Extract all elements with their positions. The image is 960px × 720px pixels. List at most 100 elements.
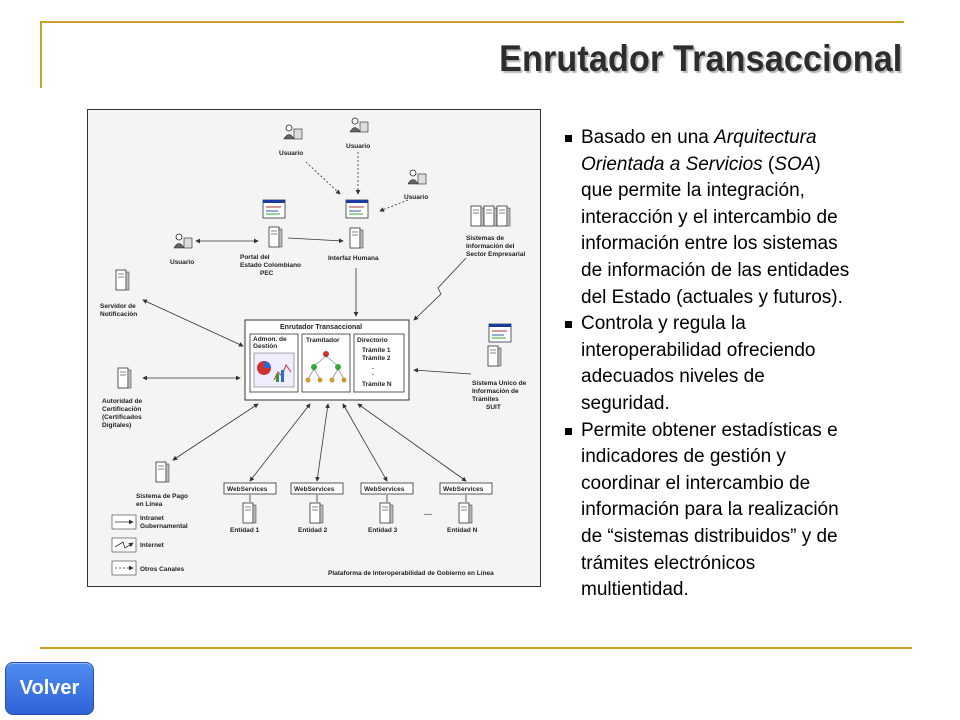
bullet-marker-icon (565, 135, 572, 142)
bullet-line: coordinar el intercambio de (581, 473, 810, 494)
svg-text:Enrutador Transaccional: Enrutador Transaccional (280, 324, 362, 331)
svg-text:WebServices: WebServices (294, 486, 335, 493)
bullet-line: Permite obtener estadísticas e (581, 420, 838, 441)
svg-text:Usuario: Usuario (170, 259, 194, 266)
bullet-text: Controla y regula la (581, 313, 746, 335)
svg-text:Usuario: Usuario (346, 143, 370, 150)
svg-text:Trámite 1: Trámite 1 (362, 347, 391, 354)
bullet-text: que permite la integración, (581, 180, 805, 202)
bullet-line: Orientada a Servicios (SOA) (581, 154, 821, 175)
bullet-line: de “sistemas distribuidos” y de (581, 526, 838, 547)
svg-text:(Certificados: (Certificados (102, 414, 142, 421)
svg-text:Tramitador: Tramitador (306, 337, 340, 344)
bullet-marker-icon (565, 321, 572, 329)
bullet-line: información entre los sistemas (581, 233, 838, 254)
volver-button[interactable]: Volver (5, 662, 94, 715)
svg-text:WebServices: WebServices (443, 486, 484, 493)
bullet-line: adecuados niveles de (581, 366, 765, 387)
svg-text:WebServices: WebServices (227, 486, 268, 493)
bullet-text: seguridad. (581, 392, 670, 414)
router-box: Enrutador Transaccional Admon. de Gestió… (244, 319, 410, 401)
bullet-text: Orientada a Servicios (581, 153, 763, 175)
interfaz-server-icon: Interfaz Humana (328, 227, 379, 262)
left-rule (40, 21, 42, 88)
bullet-text: Permite obtener estadísticas e (581, 419, 838, 441)
suit-server-icon: Sistema Unico de Información de Trámites… (472, 345, 527, 411)
svg-text:.: . (372, 364, 374, 371)
bullet-text: información para la realización (581, 499, 839, 521)
bullet-marker-icon (565, 427, 572, 435)
bullet-text: Arquitectura (714, 127, 817, 148)
entidades-row: Entidad 1 Entidad 2 Entidad 3 .... Entid… (230, 495, 478, 534)
svg-text:Interfaz Humana: Interfaz Humana (328, 255, 379, 262)
svg-text:Sistema Unico de: Sistema Unico de (472, 380, 527, 387)
svg-text:Gubernamental: Gubernamental (140, 523, 188, 530)
svg-text:Admon. de: Admon. de (253, 336, 287, 343)
svg-text:Información del: Información del (466, 243, 515, 250)
bullet-text: información entre los sistemas (581, 233, 838, 255)
bullet-text: ( (762, 153, 775, 175)
autoridad-icon: Autoridad de Certificación (Certificados… (102, 367, 142, 429)
bullet-text: coordinar el intercambio de (581, 472, 811, 494)
empresarial-servers-icon: Sistemas de Información del Sector Empre… (466, 205, 525, 258)
diagram-footer: Plataforma de Interoperabilidad de Gobie… (328, 570, 494, 577)
bullet-line: de información de las entidades (581, 260, 849, 281)
svg-text:....: .... (424, 510, 432, 517)
bullet-item: Controla y regula la interoperabilidad of… (563, 311, 913, 417)
bullet-text: interoperabilidad ofreciendo (581, 339, 816, 361)
svg-text:Trámite N: Trámite N (362, 381, 392, 388)
bullet-line: interoperabilidad ofreciendo (581, 340, 816, 361)
svg-text:Sistemas de: Sistemas de (466, 235, 504, 242)
servidor-notificacion-icon: Servidor de Notificación (100, 269, 137, 318)
svg-text:Portal del: Portal del (240, 254, 270, 261)
architecture-diagram: Usuario Usuario Usuario Usuario Portal d… (87, 109, 541, 587)
svg-text:Servidor de: Servidor de (100, 303, 136, 310)
bullet-text: de “sistemas distribuidos” y de (581, 525, 838, 547)
bullet-text: trámites electrónicos (581, 552, 756, 574)
top-rule (40, 21, 904, 23)
bullet-line: Basado en una Arquitectura (581, 127, 817, 148)
bullet-text: interacción y el intercambio de (581, 206, 838, 228)
bullet-line: interacción y el intercambio de (581, 207, 838, 228)
svg-text:Entidad 3: Entidad 3 (368, 527, 398, 534)
svg-text:SUIT: SUIT (486, 404, 501, 411)
bullet-text: de información de las entidades (581, 259, 850, 281)
slide-title: Enrutador Transaccional (498, 38, 902, 79)
bullet-line: información para la realización (581, 499, 839, 520)
bullet-line: que permite la integración, (581, 180, 805, 201)
svg-text:.: . (372, 370, 374, 377)
user-1-icon: Usuario (279, 124, 303, 157)
portal-server-icon: Portal del Estado Colombiano PEC (240, 226, 301, 277)
svg-text:Directorio: Directorio (357, 337, 388, 344)
svg-text:Intranet: Intranet (140, 515, 165, 522)
svg-text:Autoridad de: Autoridad de (102, 398, 142, 405)
bullet-line: Controla y regula la (581, 313, 746, 334)
bullet-text: indicadores de gestión y (581, 446, 786, 468)
bullet-item: Permite obtener estadísticas e indicadore… (563, 418, 913, 604)
svg-text:Digitales): Digitales) (102, 422, 131, 429)
svg-text:Otros Canales: Otros Canales (140, 566, 184, 573)
pago-icon: Sistema de Pago en Línea (136, 461, 188, 508)
svg-text:Internet: Internet (140, 542, 165, 549)
svg-text:Información de: Información de (472, 388, 519, 395)
bullet-line: trámites electrónicos (581, 553, 755, 574)
svg-text:Trámite 2: Trámite 2 (362, 355, 391, 362)
bullet-line: indicadores de gestión y (581, 446, 786, 467)
svg-text:en Línea: en Línea (136, 501, 163, 508)
bullet-line: del Estado (actuales y futuros). (581, 287, 843, 308)
svg-text:Certificación: Certificación (102, 406, 141, 413)
svg-text:Estado Colombiano: Estado Colombiano (240, 262, 301, 269)
diagram-svg: Usuario Usuario Usuario Usuario Portal d… (100, 117, 527, 577)
bullet-line: multientidad. (581, 579, 689, 600)
svg-text:Entidad 2: Entidad 2 (298, 527, 328, 534)
svg-text:Usuario: Usuario (279, 150, 303, 157)
user-2-icon: Usuario (346, 117, 370, 150)
bullet-text: ) (814, 153, 821, 175)
svg-text:Sector Empresarial: Sector Empresarial (466, 251, 525, 258)
svg-text:Usuario: Usuario (404, 194, 428, 201)
bullet-text: Basado en una (581, 127, 715, 148)
bottom-rule (40, 647, 912, 649)
webservices-row: WebServices WebServices WebServices WebS… (223, 482, 493, 495)
